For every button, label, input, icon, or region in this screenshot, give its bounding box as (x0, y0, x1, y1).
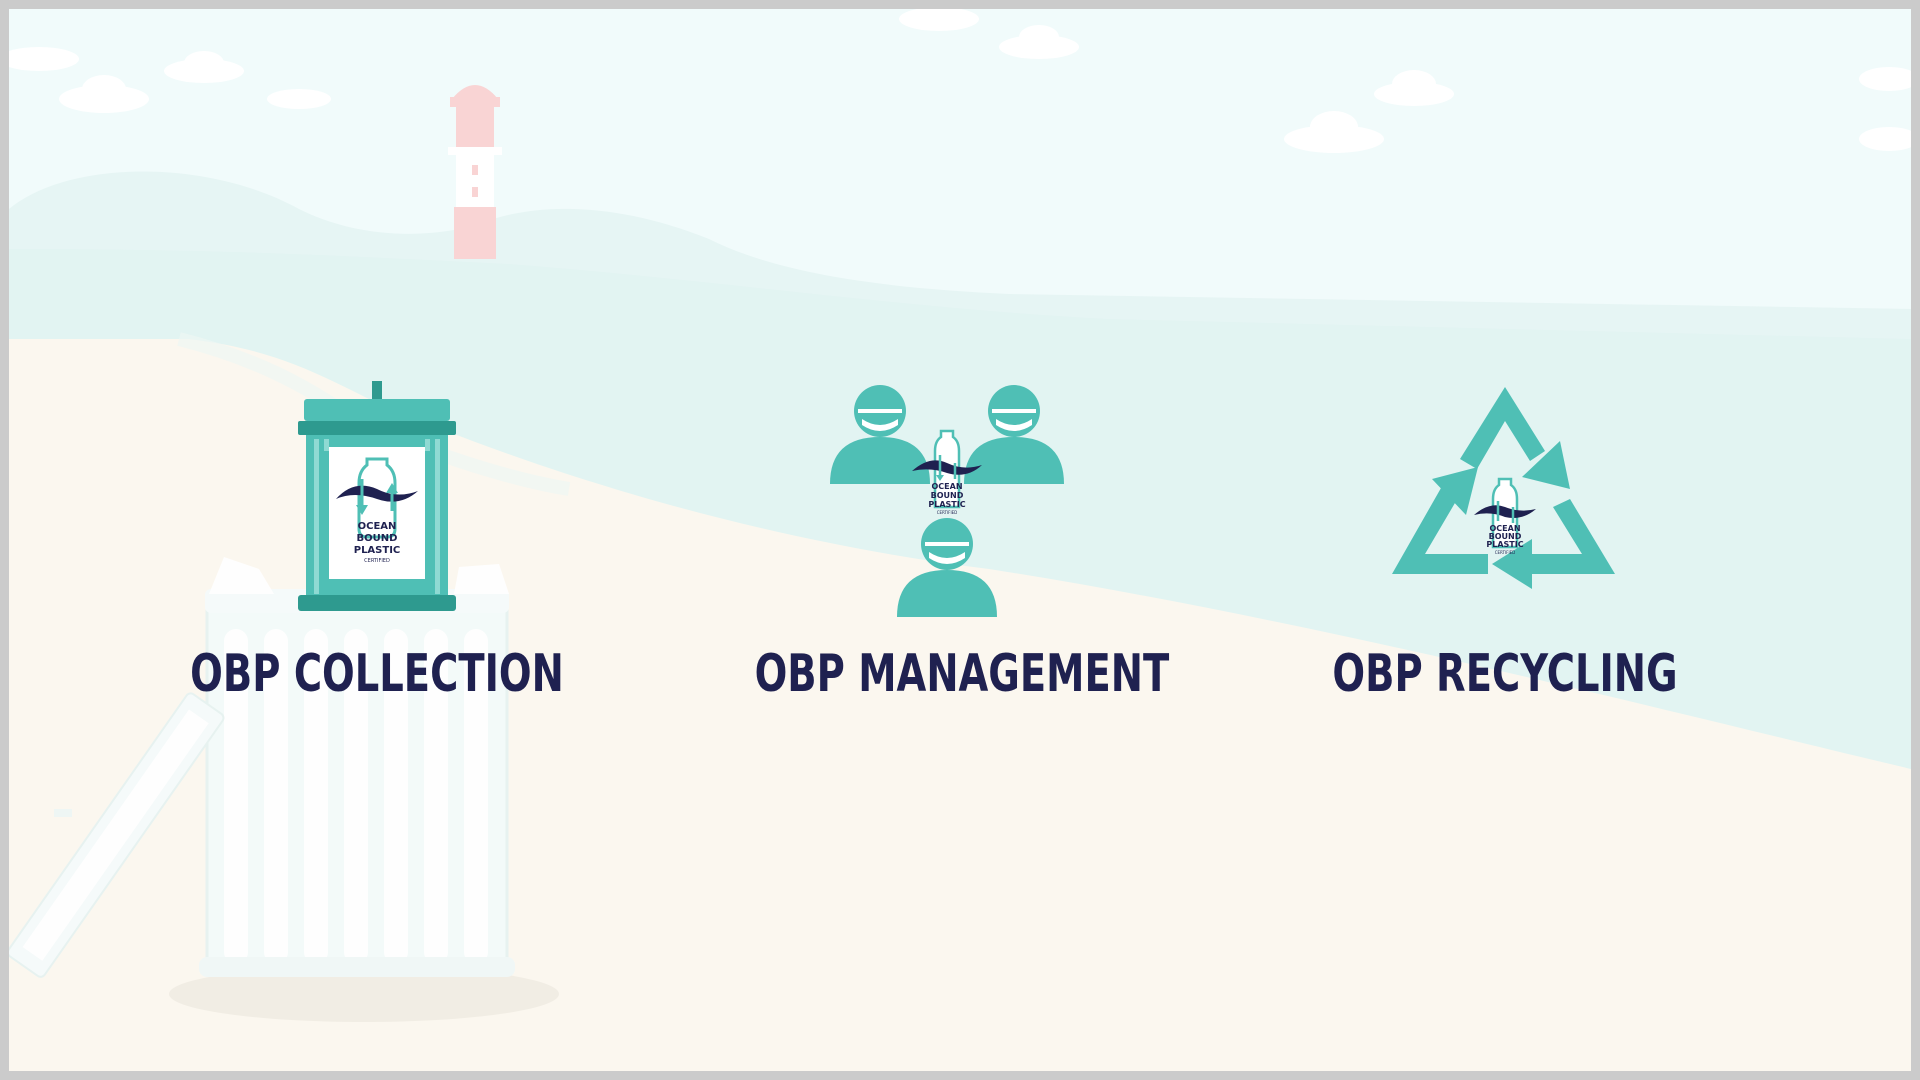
svg-text:BOUND: BOUND (1489, 532, 1522, 541)
lighthouse-illustration (448, 85, 502, 259)
feature-obp-management: OCEAN BOUND PLASTIC CERTIFIED OBP MANAGE… (687, 379, 1207, 719)
svg-text:CERTIFIED: CERTIFIED (937, 510, 958, 515)
svg-text:PLASTIC: PLASTIC (1486, 540, 1523, 549)
feature-obp-collection: OCEAN BOUND PLASTIC CERTIFIED OBP COLLEC… (117, 379, 637, 719)
feature-label-management: OBP MANAGEMENT (754, 644, 1170, 704)
svg-text:CERTIFIED: CERTIFIED (364, 558, 390, 564)
workers-group-icon: OCEAN BOUND PLASTIC CERTIFIED (830, 385, 1064, 617)
trash-bin-icon: OCEAN BOUND PLASTIC CERTIFIED (298, 381, 456, 611)
svg-text:OCEAN: OCEAN (358, 521, 397, 532)
worker-icon (830, 385, 930, 484)
trash-bin-background-illustration (9, 557, 515, 978)
beach-background-illustration (9, 9, 1911, 1071)
svg-text:OCEAN: OCEAN (931, 482, 962, 491)
worker-icon (897, 518, 997, 617)
svg-text:OCEAN: OCEAN (1489, 524, 1520, 533)
worker-icon (964, 385, 1064, 484)
feature-obp-recycling: OCEAN BOUND PLASTIC CERTIFIED OBP RECYCL… (1245, 379, 1765, 719)
cloud-icon (9, 9, 1911, 153)
svg-text:BOUND: BOUND (931, 491, 964, 500)
svg-text:CERTIFIED: CERTIFIED (1495, 550, 1516, 555)
ocean-bound-plastic-logo: OCEAN BOUND PLASTIC CERTIFIED (912, 429, 982, 515)
ocean-bound-plastic-logo: OCEAN BOUND PLASTIC CERTIFIED (329, 447, 425, 579)
svg-text:BOUND: BOUND (357, 533, 398, 544)
ocean-bound-plastic-logo: OCEAN BOUND PLASTIC CERTIFIED (1474, 477, 1536, 555)
feature-label-recycling: OBP RECYCLING (1332, 644, 1678, 704)
svg-text:PLASTIC: PLASTIC (354, 545, 401, 556)
recycle-icon: OCEAN BOUND PLASTIC CERTIFIED (1392, 387, 1615, 589)
svg-text:PLASTIC: PLASTIC (928, 500, 965, 509)
feature-label-collection: OBP COLLECTION (190, 644, 564, 704)
